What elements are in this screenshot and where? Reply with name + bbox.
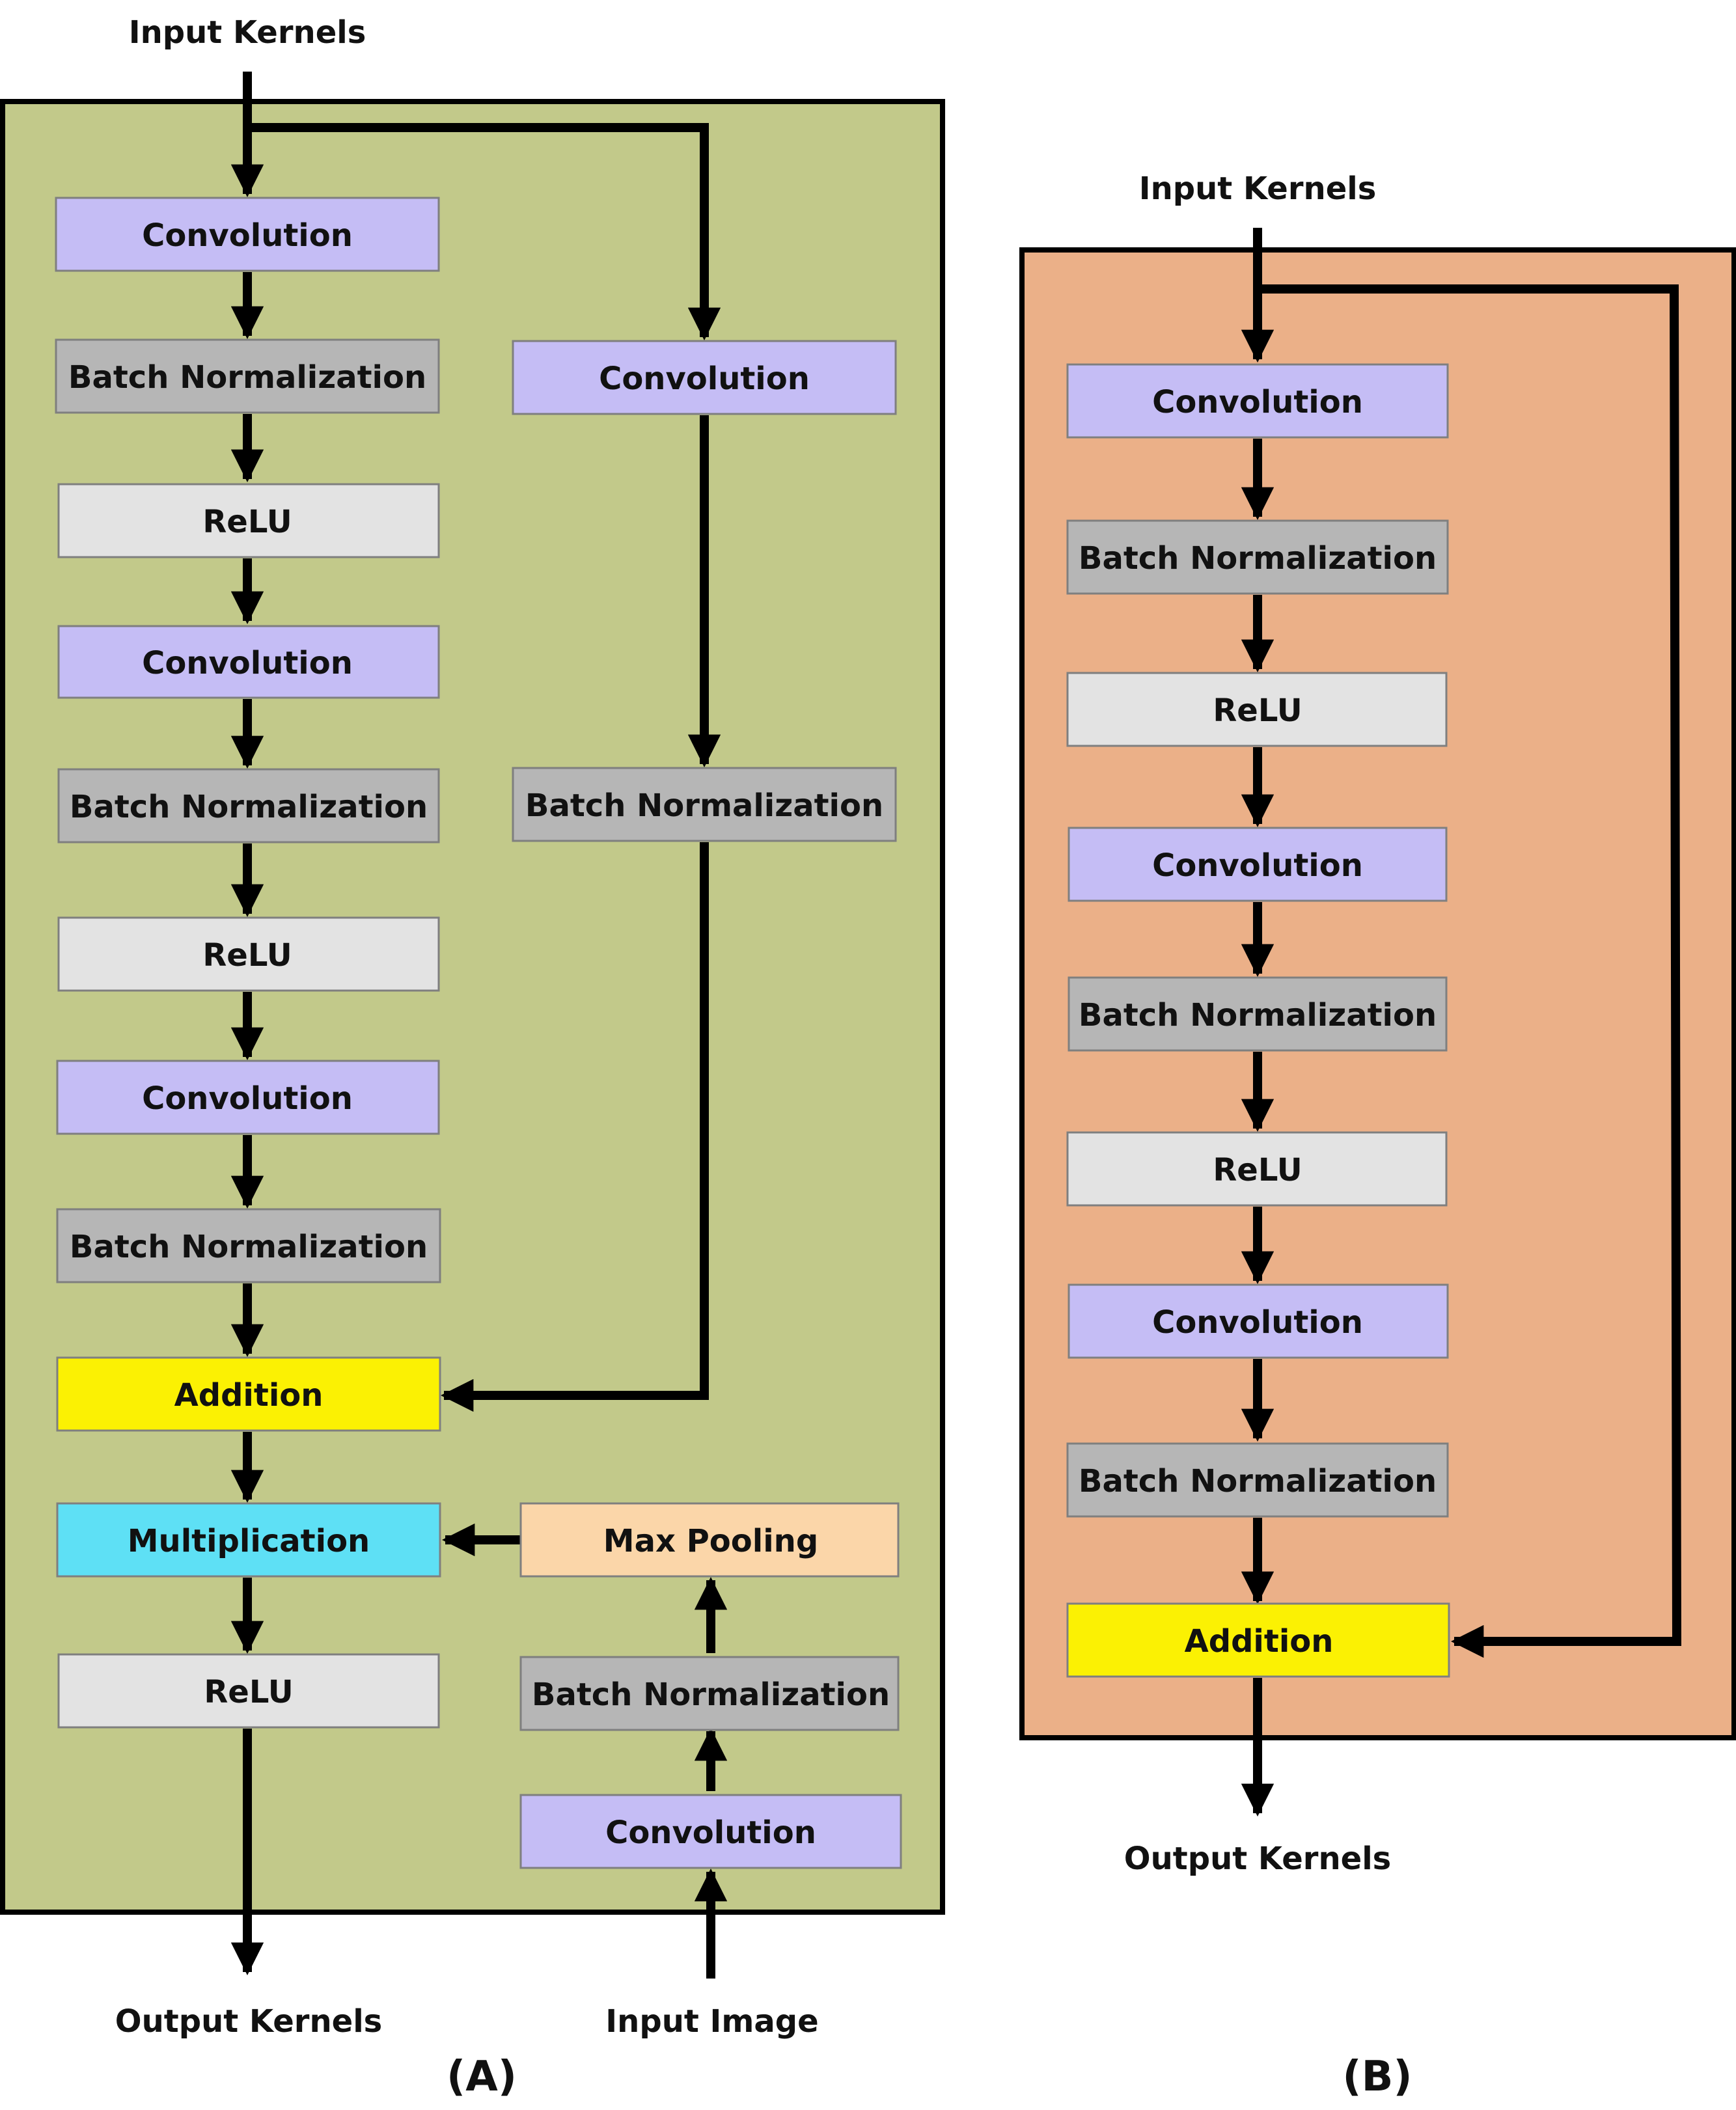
- relu-block: ReLU: [1066, 672, 1448, 747]
- panel-a-shortcut-branch: Convolution Batch Normalization: [512, 340, 897, 842]
- svg-text:Convolution: Convolution: [142, 645, 353, 681]
- svg-text:Batch Normalization: Batch Normalization: [1079, 540, 1437, 577]
- svg-text:Convolution: Convolution: [1152, 1304, 1363, 1341]
- convolution-block: Convolution: [1066, 363, 1449, 439]
- batch-normalization-block: Batch Normalization: [1066, 519, 1449, 595]
- convolution-block: Convolution: [1068, 827, 1448, 902]
- svg-text:Addition: Addition: [1185, 1623, 1334, 1660]
- arrow: [1258, 284, 1682, 1658]
- svg-text:Convolution: Convolution: [142, 217, 353, 254]
- convolution-block: Convolution: [512, 340, 897, 415]
- svg-text:ReLU: ReLU: [1213, 692, 1302, 729]
- relu-block: ReLU: [1066, 1131, 1448, 1207]
- batch-normalization-block: Batch Normalization: [55, 338, 440, 414]
- panel-a-shortcut-arrows: [247, 123, 721, 1412]
- convolution-block: Convolution: [55, 197, 440, 272]
- svg-text:Addition: Addition: [174, 1377, 324, 1414]
- arrow: [440, 842, 709, 1412]
- convolution-block: Convolution: [56, 1060, 440, 1135]
- panel-a-caption: (A): [447, 2053, 517, 2101]
- batch-normalization-block: Batch Normalization: [519, 1656, 900, 1731]
- batch-normalization-block: Batch Normalization: [57, 768, 440, 843]
- svg-text:Max Pooling: Max Pooling: [603, 1523, 818, 1559]
- svg-text:Convolution: Convolution: [605, 1815, 816, 1851]
- convolution-block: Convolution: [1068, 1283, 1449, 1359]
- multiplication-block: Multiplication: [56, 1502, 441, 1578]
- panel-b-main-branch: Convolution Batch Normalization ReLU Con…: [1066, 363, 1450, 1678]
- panel-b: Input Kernels Convolution Batch Normaliz…: [1019, 171, 1736, 2101]
- svg-text:Batch Normalization: Batch Normalization: [532, 1677, 890, 1713]
- svg-text:ReLU: ReLU: [202, 504, 292, 540]
- panel-b-output-label: Output Kernels: [1124, 1841, 1391, 1877]
- svg-text:Batch Normalization: Batch Normalization: [70, 789, 428, 825]
- panel-b-main-arrows: [1241, 228, 1682, 1817]
- relu-block: ReLU: [57, 483, 440, 558]
- panel-a-image-input-label: Input Image: [605, 2003, 818, 2040]
- svg-text:ReLU: ReLU: [204, 1674, 293, 1710]
- batch-normalization-block: Batch Normalization: [56, 1208, 441, 1283]
- svg-text:Batch Normalization: Batch Normalization: [525, 788, 883, 824]
- convolution-block: Convolution: [519, 1794, 902, 1869]
- relu-block: ReLU: [57, 1653, 440, 1729]
- svg-text:Convolution: Convolution: [142, 1080, 353, 1117]
- svg-text:Convolution: Convolution: [1152, 384, 1363, 420]
- panel-a-input-label: Input Kernels: [129, 14, 366, 51]
- svg-text:ReLU: ReLU: [1213, 1152, 1302, 1188]
- svg-text:Multiplication: Multiplication: [128, 1523, 370, 1559]
- panel-a-image-arrows: [441, 1523, 728, 1979]
- panel-b-caption: (B): [1342, 2053, 1412, 2101]
- batch-normalization-block: Batch Normalization: [1068, 976, 1448, 1052]
- panel-a: Input Kernels: [0, 14, 945, 2101]
- svg-text:Batch Normalization: Batch Normalization: [70, 1229, 428, 1265]
- max-pooling-block: Max Pooling: [519, 1502, 900, 1578]
- relu-block: ReLU: [57, 916, 440, 992]
- svg-text:ReLU: ReLU: [202, 937, 292, 974]
- svg-text:Convolution: Convolution: [599, 361, 810, 397]
- addition-block: Addition: [1066, 1602, 1450, 1678]
- batch-normalization-block: Batch Normalization: [1066, 1442, 1449, 1518]
- arrow: [247, 123, 721, 341]
- svg-text:Batch Normalization: Batch Normalization: [68, 359, 426, 396]
- svg-text:Batch Normalization: Batch Normalization: [1079, 1463, 1437, 1500]
- addition-block: Addition: [56, 1356, 441, 1432]
- panel-a-image-branch: Max Pooling Batch Normalization Convolut…: [519, 1502, 902, 1869]
- svg-text:Batch Normalization: Batch Normalization: [1079, 997, 1437, 1034]
- svg-text:Convolution: Convolution: [1152, 847, 1363, 884]
- panel-b-input-label: Input Kernels: [1139, 171, 1377, 207]
- batch-normalization-block: Batch Normalization: [512, 767, 897, 842]
- convolution-block: Convolution: [57, 625, 440, 699]
- panel-a-main-branch: Convolution Batch Normalization ReLU Con…: [55, 197, 441, 1729]
- panel-a-output-label: Output Kernels: [115, 2003, 382, 2040]
